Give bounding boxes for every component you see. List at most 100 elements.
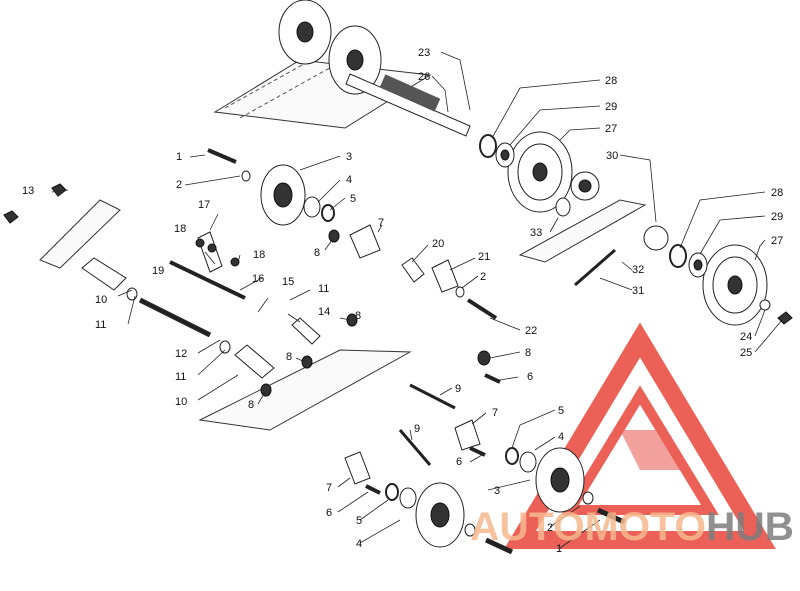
- callout-9-a: 9: [455, 383, 461, 395]
- washer-24: [759, 299, 771, 311]
- callout-1-lower: 1: [556, 543, 562, 555]
- callout-27-upper: 27: [605, 123, 617, 135]
- idler-wheel-3-lower-right: [535, 447, 585, 513]
- callout-22: 22: [525, 325, 537, 337]
- nut-18-a: [195, 238, 205, 248]
- bolt-9-a: [409, 383, 456, 410]
- callout-10-lower: 10: [175, 396, 187, 408]
- bearing-29-upper: [495, 142, 515, 168]
- callout-12: 12: [175, 348, 187, 360]
- callout-11-b: 11: [95, 319, 106, 331]
- spacer-14: [291, 317, 321, 345]
- bracket-7-lower: [344, 451, 371, 485]
- callout-6-b: 6: [456, 456, 462, 468]
- callout-4-mid: 4: [558, 431, 564, 443]
- callout-16: 16: [252, 273, 264, 285]
- callout-5-lower: 5: [356, 515, 362, 527]
- callout-3-lower: 3: [494, 485, 500, 497]
- callout-7-mid: 7: [492, 407, 498, 419]
- hub-30-lower: [643, 225, 669, 251]
- nut-8-a: [328, 229, 340, 243]
- bracket-21: [431, 259, 459, 293]
- callout-8-e: 8: [248, 399, 254, 411]
- idler-wheel-3-upper: [260, 164, 306, 226]
- callout-8-d: 8: [525, 347, 531, 359]
- bracket-7-upper: [349, 224, 381, 259]
- callout-7-lower: 7: [326, 482, 332, 494]
- ring-5-upper: [321, 204, 335, 222]
- bolt-1-lower-left: [484, 537, 514, 555]
- callout-8-b: 8: [355, 310, 361, 322]
- slide-rail-right: [518, 199, 647, 263]
- bearing-4-upper: [303, 196, 321, 218]
- callout-29-lower: 29: [771, 211, 783, 223]
- rear-idler-wheel-upper-left: [278, 0, 332, 65]
- callout-27-lower: 27: [771, 235, 783, 247]
- automotohub-watermark: AUTOMOTO HUB: [470, 505, 794, 549]
- callout-7-upper: 7: [378, 217, 384, 229]
- automotohub-logo-triangle: [504, 322, 776, 549]
- callout-21: 21: [478, 251, 490, 263]
- callout-10-upper: 10: [95, 294, 107, 306]
- spacer-10-lower: [234, 344, 275, 379]
- callout-33: 33: [530, 227, 542, 239]
- callout-31: 31: [632, 285, 644, 297]
- rear-idler-wheel-upper-right: [328, 25, 382, 95]
- callout-28-upper: 28: [605, 75, 617, 87]
- cross-shaft-16: [169, 260, 246, 300]
- watermark-auto-text: AUTOMOTO: [470, 505, 706, 549]
- bearing-4-lower-left: [399, 487, 417, 509]
- callout-4-upper: 4: [346, 174, 352, 186]
- nut-18-b: [230, 257, 240, 267]
- callout-13: 13: [22, 185, 34, 197]
- washer-11-b: [219, 340, 231, 354]
- nut-8-e: [260, 383, 272, 397]
- callout-32: 32: [632, 264, 644, 276]
- callout-11-a: 11: [318, 283, 329, 295]
- nut-13-b: [3, 210, 19, 224]
- callout-20: 20: [432, 238, 444, 250]
- callout-23: 23: [418, 47, 430, 59]
- callout-14: 14: [318, 306, 330, 318]
- bolt-1-lower-right: [596, 507, 626, 525]
- callout-3-upper: 3: [346, 151, 352, 163]
- callout-19: 19: [152, 265, 164, 277]
- callout-30: 30: [606, 150, 618, 162]
- callout-24: 24: [740, 331, 752, 343]
- rear-wheel-27-lower: [702, 244, 768, 326]
- wheel-hub-30: [570, 171, 600, 201]
- callout-labels: 23 26 28 29 27 30 28 29 27 33 32 31 24 2…: [22, 47, 783, 555]
- shaft-12: [138, 297, 212, 338]
- pivot-arm-17-19: [197, 231, 223, 273]
- callout-5-upper: 5: [350, 193, 356, 205]
- callout-29-upper: 29: [605, 101, 617, 113]
- callout-15: 15: [282, 276, 294, 288]
- nut-13-a: [51, 183, 67, 197]
- callout-25: 25: [740, 347, 752, 359]
- bearing-29-lower: [688, 252, 708, 278]
- callout-28-lower: 28: [771, 187, 783, 199]
- callout-9-b: 9: [414, 423, 420, 435]
- washer-2-upper: [241, 170, 251, 182]
- callout-5-mid: 5: [558, 405, 564, 417]
- callout-2-upper: 2: [176, 179, 182, 191]
- bolt-9-b: [398, 429, 432, 466]
- callout-8-a: 8: [314, 247, 320, 259]
- snap-ring-28-lower: [669, 244, 687, 268]
- callout-2-mid: 2: [480, 271, 486, 283]
- watermark-hub-text: HUB: [706, 505, 794, 549]
- bolt-6-a: [484, 373, 501, 384]
- spacer-20: [401, 257, 425, 283]
- ring-5-lower-right: [505, 447, 519, 465]
- callout-11-c: 11: [175, 371, 186, 383]
- rear-wheel-27-upper: [507, 131, 573, 213]
- washer-11-a: [126, 287, 138, 301]
- snap-ring-28-upper: [479, 134, 497, 158]
- callout-6-a: 6: [527, 371, 533, 383]
- bearing-4-lower-right: [519, 451, 537, 473]
- washer-2-mid: [455, 286, 465, 298]
- spacer-10-upper: [81, 257, 127, 291]
- callout-18-b: 18: [253, 249, 265, 261]
- leader-lines: [51, 51, 783, 549]
